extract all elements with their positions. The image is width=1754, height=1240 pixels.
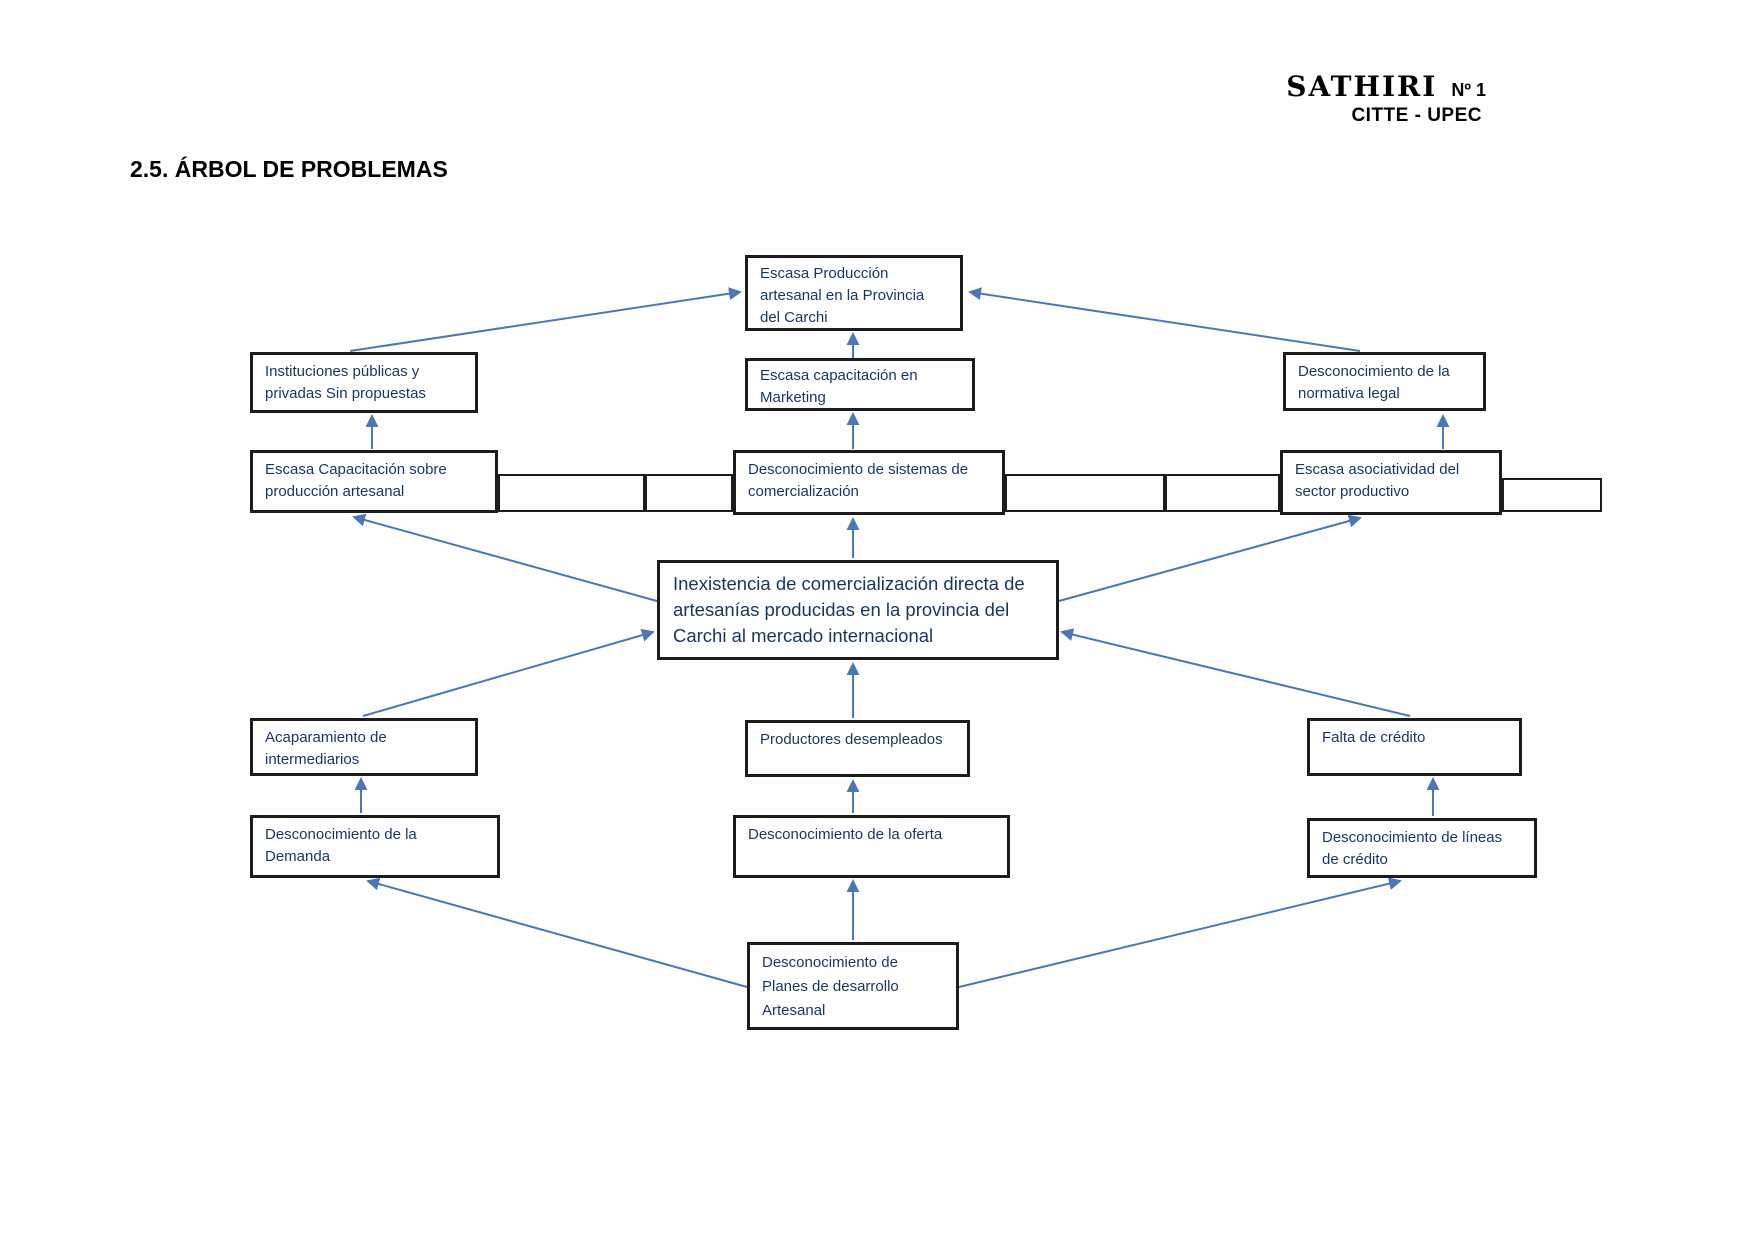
- node-escasa-capacitacion-produccion: Escasa Capacitación sobre producción art…: [250, 450, 498, 513]
- arrow-planes-to-lineas: [958, 877, 1402, 988]
- connector-box: [1502, 478, 1602, 512]
- arrow-core-to-asociatividad: [1058, 514, 1362, 602]
- arrow-planes-to-demanda: [366, 877, 748, 988]
- arrow-falta-credito-to-core: [1060, 628, 1411, 717]
- arrow-normativa-to-top: [968, 287, 1361, 352]
- section-title: 2.5. ÁRBOL DE PROBLEMAS: [130, 156, 448, 182]
- node-escasa-produccion-artesanal: Escasa Producción artesanal en la Provin…: [745, 255, 963, 331]
- node-instituciones-sin-propuestas: Instituciones públicas y privadas Sin pr…: [250, 352, 478, 413]
- node-desconocimiento-sistemas-comercializacion: Desconocimiento de sistemas de comercial…: [733, 450, 1005, 515]
- arrow-instituciones-to-top: [349, 287, 742, 352]
- node-problema-central: Inexistencia de comercialización directa…: [657, 560, 1059, 660]
- journal-title-line: SATHIRI Nº 1: [1180, 70, 1500, 103]
- node-escasa-capacitacion-marketing: Escasa capacitación en Marketing: [745, 358, 975, 411]
- connector-box: [645, 474, 733, 512]
- node-falta-de-credito: Falta de crédito: [1307, 718, 1522, 776]
- node-desconocimiento-lineas-credito: Desconocimiento de líneas de crédito: [1307, 818, 1537, 878]
- journal-issue-number: Nº 1: [1451, 80, 1486, 100]
- node-productores-desempleados: Productores desempleados: [745, 720, 970, 777]
- node-acaparamiento-intermediarios: Acaparamiento de intermediarios: [250, 718, 478, 776]
- node-desconocimiento-demanda: Desconocimiento de la Demanda: [250, 815, 500, 878]
- journal-institution: CITTE - UPEC: [1351, 105, 1482, 126]
- node-desconocimiento-oferta: Desconocimiento de la oferta: [733, 815, 1010, 878]
- connector-box: [1165, 474, 1280, 512]
- connector-box: [1005, 474, 1165, 512]
- node-escasa-asociatividad: Escasa asociatividad del sector producti…: [1280, 450, 1502, 515]
- arrow-core-to-capacitacion: [352, 513, 658, 602]
- node-desconocimiento-normativa-legal: Desconocimiento de la normativa legal: [1283, 352, 1486, 411]
- arrow-acaparamiento-to-core: [362, 628, 655, 717]
- journal-header: SATHIRI Nº 1 CITTE - UPEC: [1180, 70, 1500, 127]
- journal-logo: SATHIRI: [1286, 70, 1438, 103]
- node-desconocimiento-planes-desarrollo: Desconocimiento de Planes de desarrollo …: [747, 942, 959, 1030]
- connector-box: [498, 474, 645, 512]
